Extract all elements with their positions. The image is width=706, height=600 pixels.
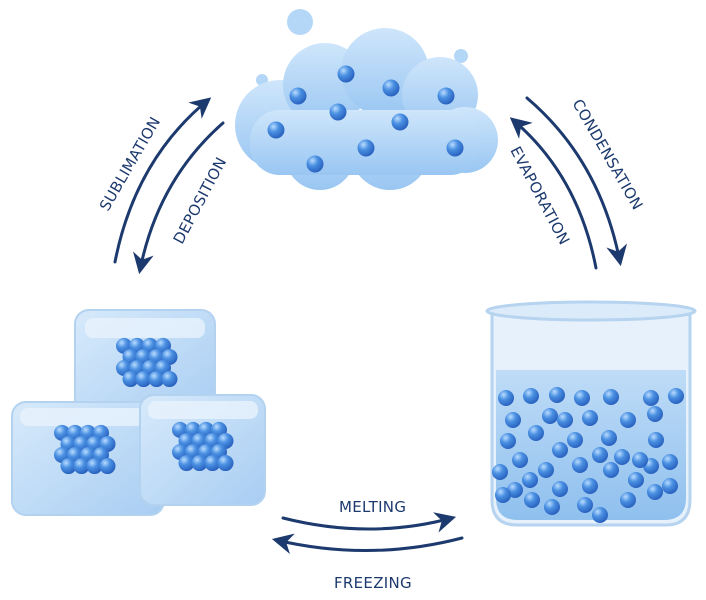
sublimation-arrow [113,97,212,264]
particle [552,481,568,497]
particle [603,462,619,478]
particle [620,492,636,508]
particle [135,371,152,388]
bubble [287,9,313,35]
particle [582,410,598,426]
particle [382,79,400,97]
particle [528,425,544,441]
particle [524,492,540,508]
particle [662,478,678,494]
particle [542,408,558,424]
deposition-arrow [133,121,225,275]
particle [446,139,464,157]
bubble [454,49,468,63]
particle [217,455,234,472]
cloud-body [235,28,498,190]
melting-arrow [281,512,457,533]
particle [632,452,648,468]
evaporation-arrow [509,117,598,270]
particle [500,433,516,449]
particle [620,412,636,428]
particle [505,412,521,428]
evaporation-label: EVAPORATION [506,143,573,247]
ice-cubes [11,309,266,516]
particle [628,472,644,488]
particle [557,412,573,428]
particle [191,455,208,472]
condensation-label: CONDENSATION [569,96,647,213]
particle [662,454,678,470]
particle [648,432,664,448]
particle [544,499,560,515]
particle [495,487,511,503]
particle [614,449,630,465]
particle [178,455,195,472]
particle [498,390,514,406]
particle [73,458,90,475]
particle [538,462,554,478]
condensation-arrow [525,96,628,267]
particle [512,452,528,468]
particle [647,406,663,422]
particle [647,484,663,500]
beaker-rim [485,300,697,322]
particle [523,388,539,404]
gas-cloud [235,9,498,190]
particle [122,371,139,388]
particle [391,113,409,131]
water-beaker [485,300,697,527]
particle [492,464,508,480]
deposition-label: DEPOSITION [170,154,231,247]
particle [306,155,324,173]
melting-label: MELTING [339,498,406,516]
particle [643,390,659,406]
particle [603,389,619,405]
particle [148,371,165,388]
particle [437,87,455,105]
particle [204,455,221,472]
particle [567,432,583,448]
particle [289,87,307,105]
particle [161,371,178,388]
particle [329,103,347,121]
particle [86,458,103,475]
particle [601,430,617,446]
particle [522,472,538,488]
particle [99,458,116,475]
particle [592,447,608,463]
particle [267,121,285,139]
particle [60,458,77,475]
particle [549,387,565,403]
particle [357,139,375,157]
particle [668,388,684,404]
freezing-arrow [271,533,464,555]
particle [592,507,608,523]
solid-particles [54,337,234,475]
particle [577,497,593,513]
particle [582,478,598,494]
particle [574,390,590,406]
particle [337,65,355,83]
particle [507,482,523,498]
particle [572,457,588,473]
arrows [113,96,628,555]
particle [552,442,568,458]
freezing-label: FREEZING [334,574,412,592]
gas-particles [267,65,464,173]
liquid-particles [492,387,684,523]
